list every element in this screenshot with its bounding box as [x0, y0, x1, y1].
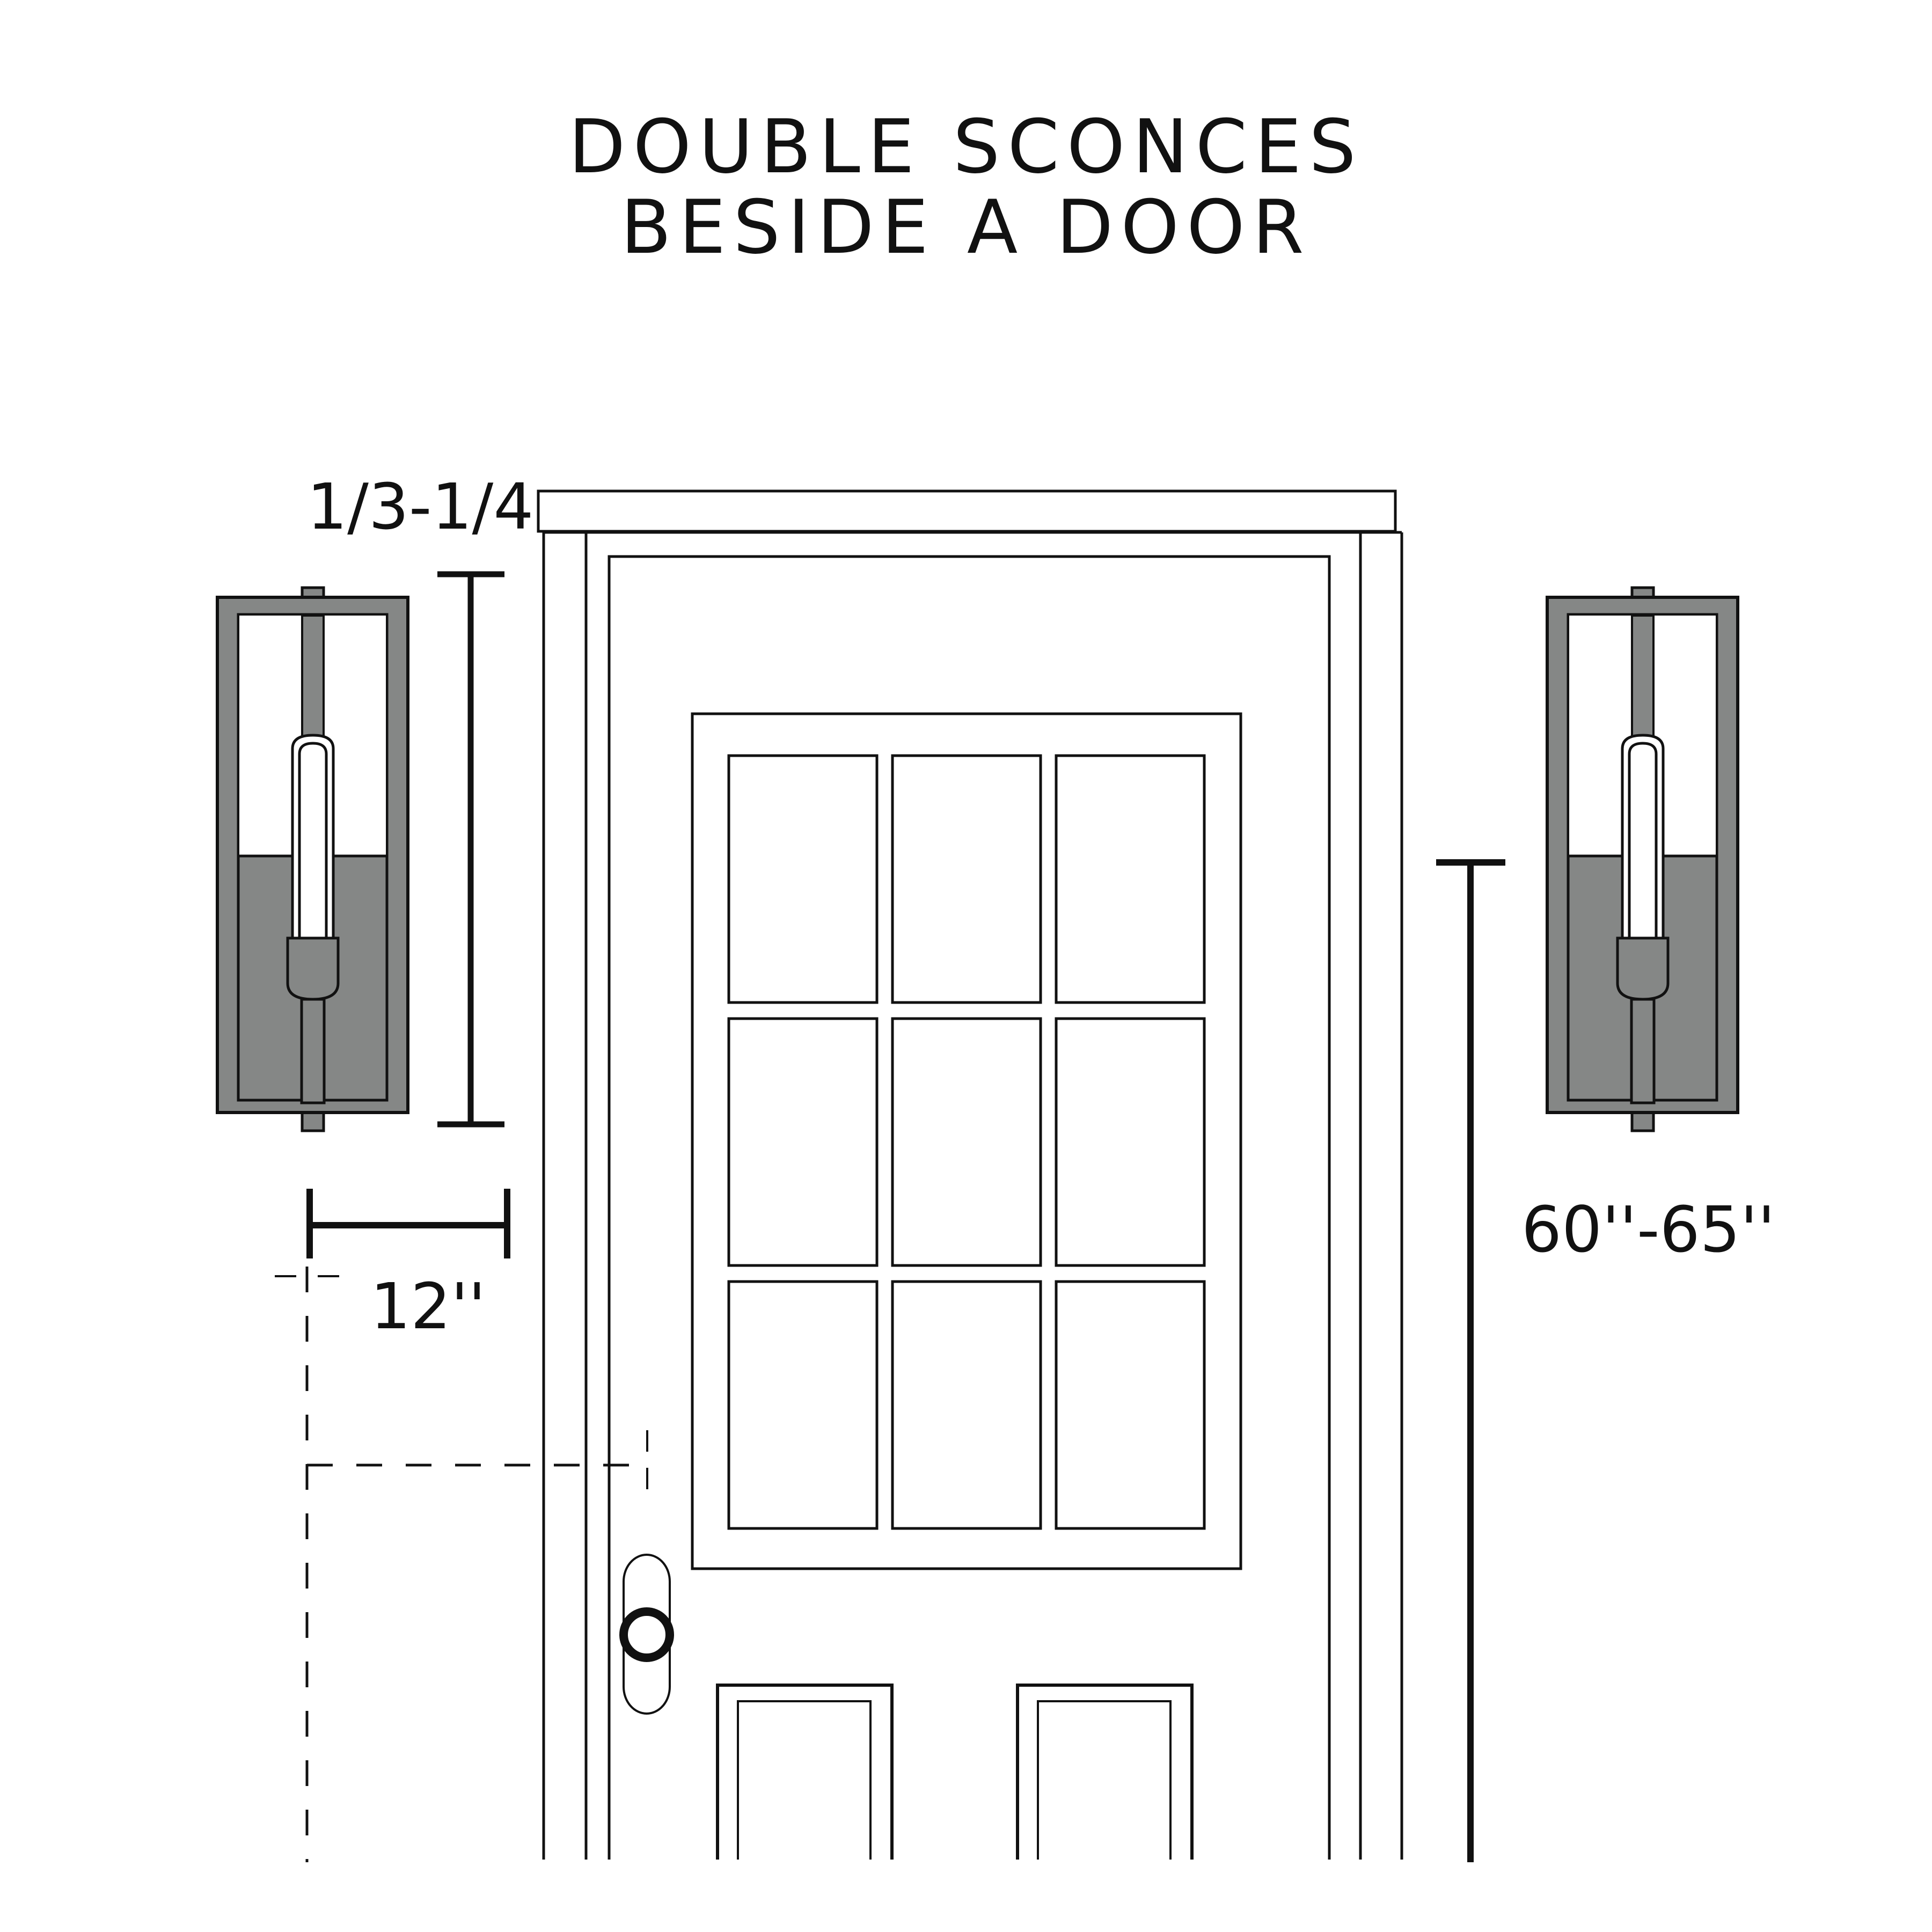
- door: [608, 555, 1331, 1860]
- fixture-height-ratio-label: 1/3-1/4: [307, 470, 534, 544]
- window-surround: [691, 712, 1242, 1570]
- offset-from-door-label: 12'': [370, 1269, 486, 1343]
- lower-panels: [716, 1684, 1194, 1860]
- right-sconce: [1546, 586, 1739, 1132]
- left-sconce: [216, 586, 409, 1132]
- diagram-title-line-2: BESIDE A DOOR: [620, 184, 1312, 270]
- door-casing: [537, 489, 1403, 1860]
- diagram-title-line-1: DOUBLE SCONCES: [568, 104, 1364, 190]
- offset-dimension: [306, 1189, 510, 1258]
- door-knob: [619, 1554, 674, 1715]
- mount-height-dimension: [1436, 859, 1505, 1862]
- mount-height-label: 60''-65'': [1521, 1192, 1775, 1267]
- dashed-guide-lines: [275, 1267, 649, 1862]
- fixture-height-dimension: [437, 571, 504, 1128]
- window-lites: [727, 754, 1206, 1530]
